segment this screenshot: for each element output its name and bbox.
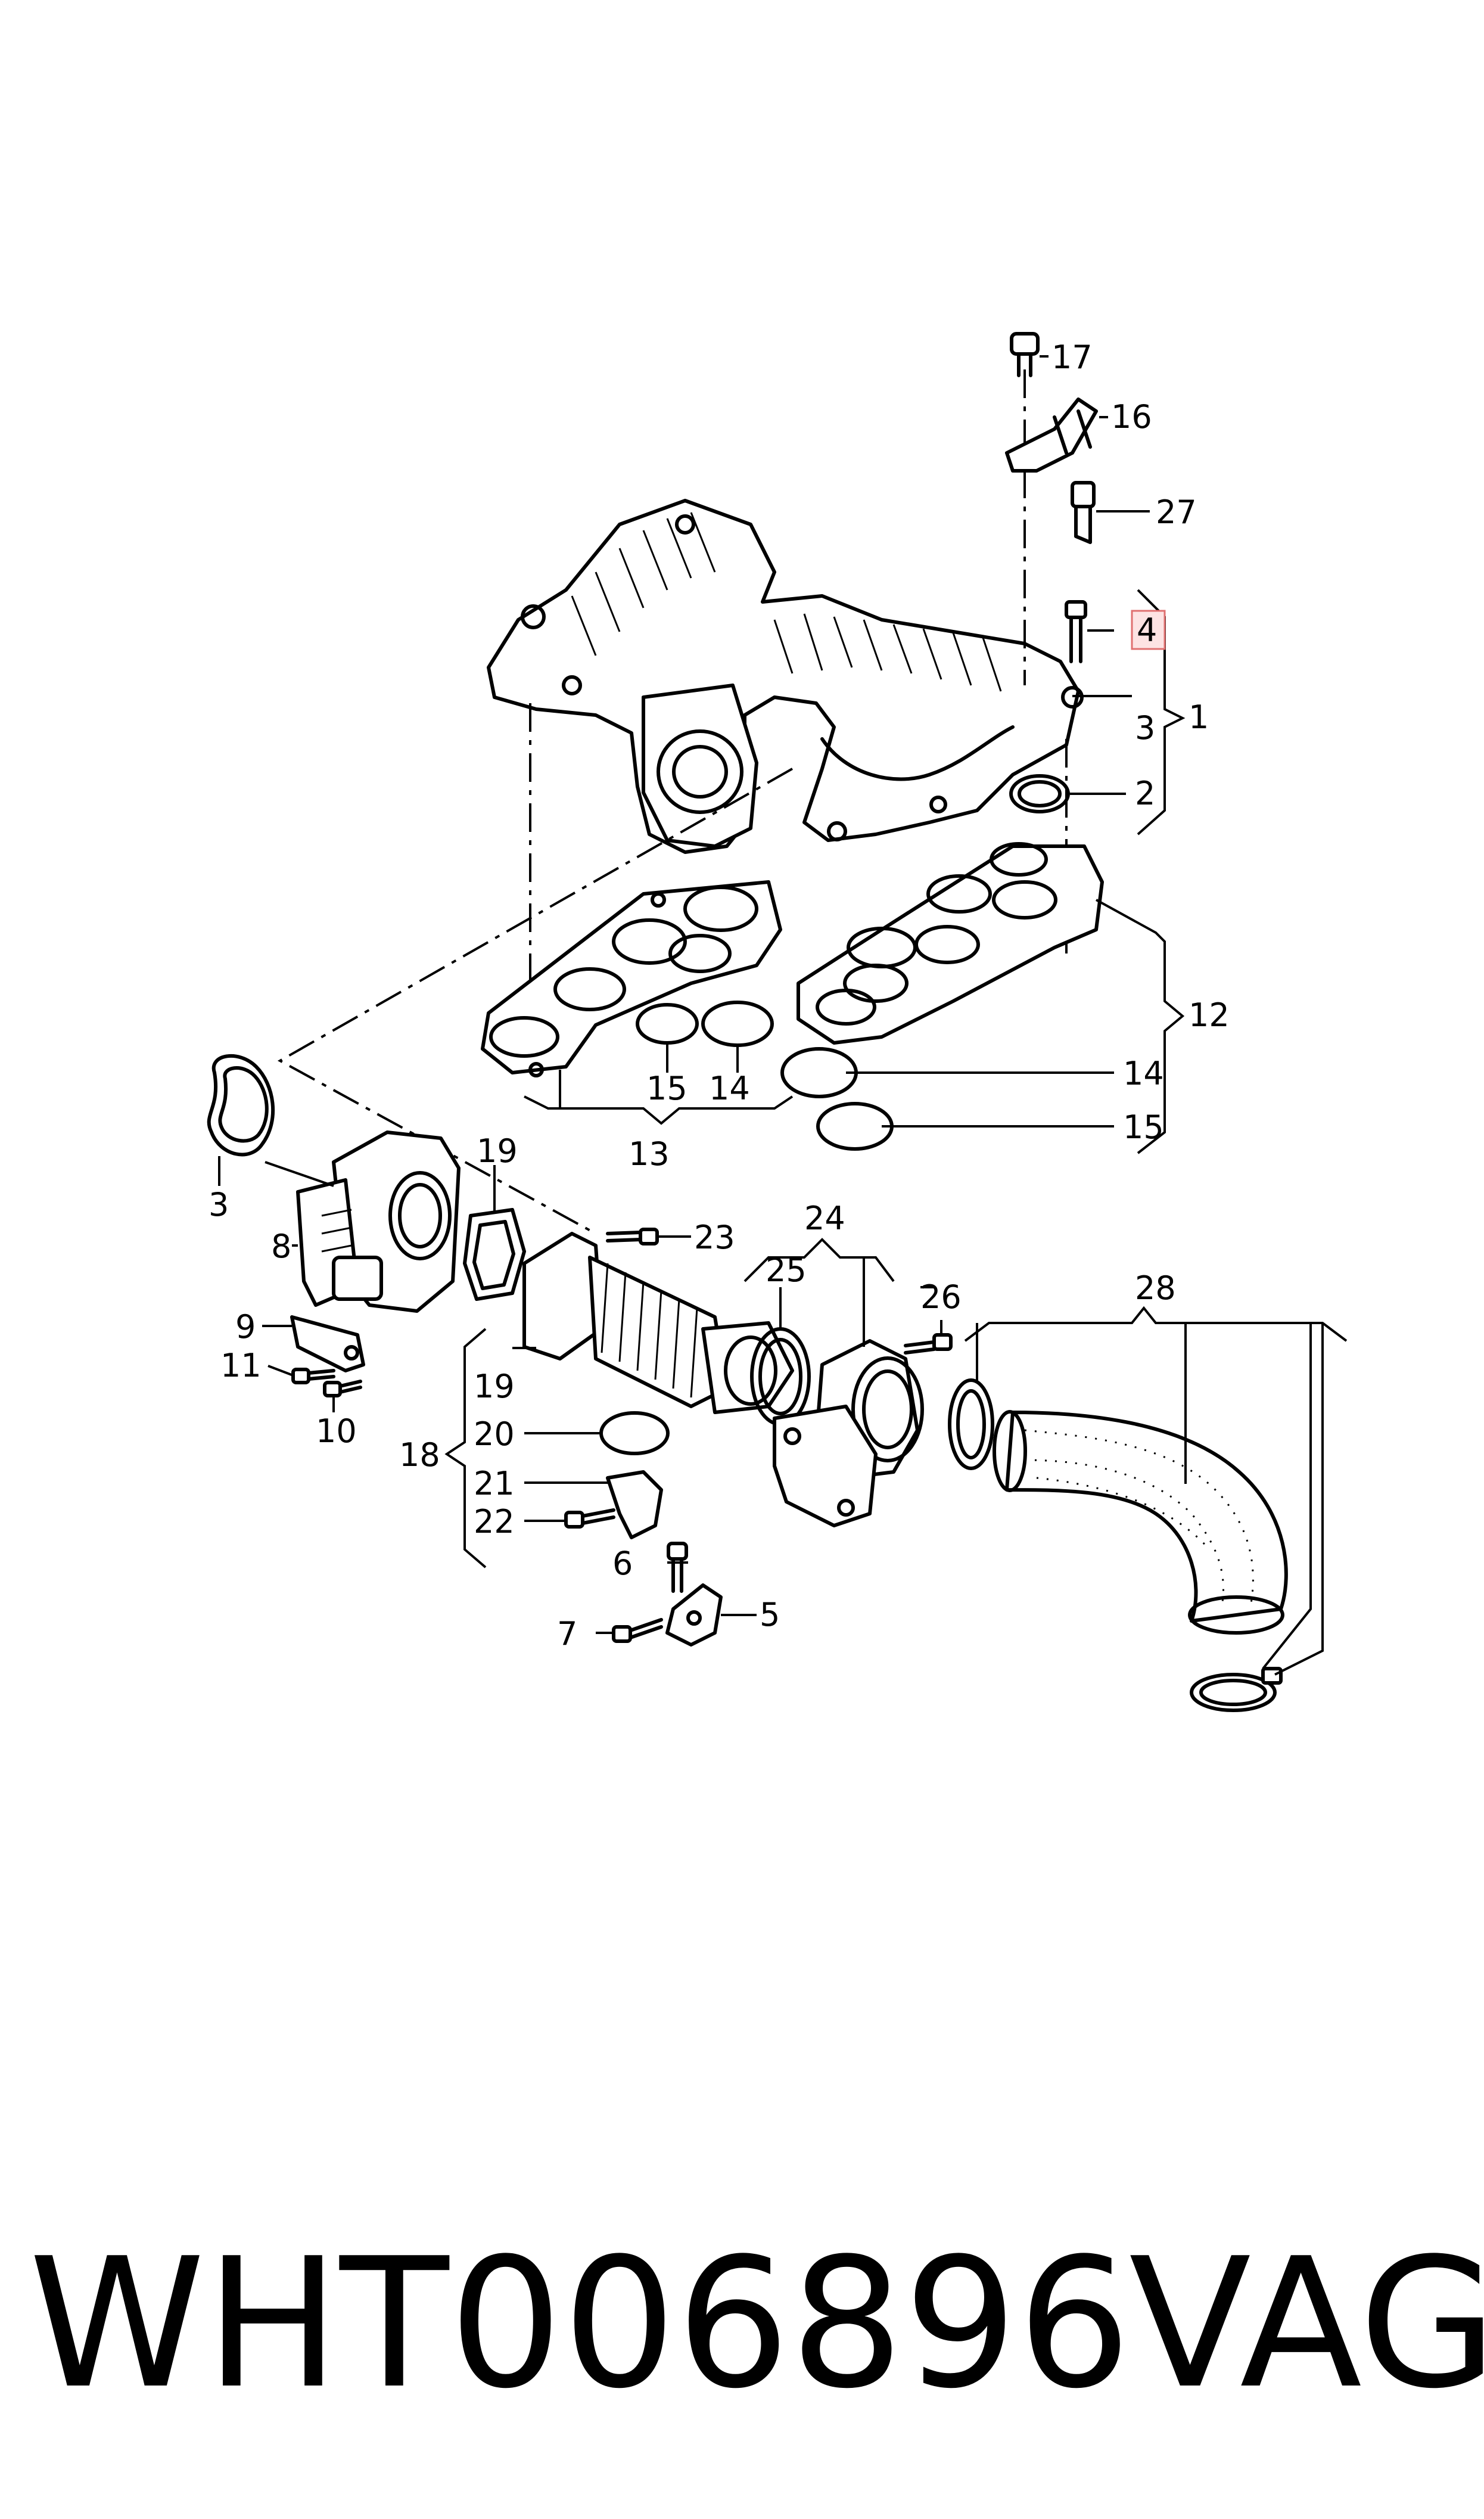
callout-27: 27 [1156, 493, 1197, 531]
seal-ring-2 [1009, 774, 1070, 813]
gasket-plate-12 [797, 842, 1104, 1045]
callout-11: 11 [220, 1347, 262, 1384]
callout-21: 21 [474, 1465, 515, 1502]
callout-28: 28 [1135, 1269, 1176, 1307]
bolt-17 [1010, 332, 1040, 377]
bolt-6 [667, 1542, 688, 1593]
footer: WHT006896 VAG [0, 2235, 1484, 2414]
callout-15-right: 15 [1123, 1108, 1164, 1146]
callout-16: 16 [1111, 398, 1152, 436]
callout-18: 18 [399, 1436, 440, 1474]
flap-housing-8 [296, 1130, 461, 1313]
callout-9: 9 [235, 1308, 256, 1346]
o-ring-15-left [636, 1003, 699, 1045]
o-ring-15-right [816, 1102, 894, 1151]
bolt-22 [564, 1508, 615, 1529]
callout-19-top: 19 [477, 1132, 518, 1170]
screw-10 [323, 1380, 362, 1397]
bolt-7 [612, 1618, 663, 1643]
bracket-5 [665, 1583, 723, 1647]
callout-20: 20 [474, 1415, 515, 1453]
bracket-9 [290, 1315, 365, 1372]
callout-8: 8 [271, 1228, 291, 1265]
throttle-module-24 [773, 1339, 924, 1527]
o-ring-14-left [701, 1001, 774, 1047]
intake-manifold [487, 499, 1084, 854]
callout-10: 10 [316, 1412, 357, 1450]
brand-name: VAG [1129, 2220, 1484, 2428]
gasket-19 [463, 1208, 526, 1301]
callout-3-right: 3 [1135, 709, 1155, 747]
screw-11 [291, 1368, 335, 1384]
gasket-3 [207, 1054, 275, 1157]
callout-14-right: 14 [1123, 1055, 1164, 1092]
callout-14-left: 14 [709, 1070, 750, 1107]
callout-2: 2 [1135, 775, 1155, 812]
stud-27 [1071, 481, 1096, 544]
part-number: WHT006896 [29, 2220, 1131, 2428]
callout-24: 24 [804, 1200, 845, 1237]
highlight-box-4 [1131, 610, 1166, 650]
callout-15-left: 15 [646, 1070, 687, 1107]
callout-12: 12 [1189, 996, 1230, 1034]
callout-13: 13 [629, 1135, 670, 1173]
callout-1: 1 [1189, 698, 1209, 736]
callout-19: 19 [474, 1368, 515, 1405]
callout-22: 22 [474, 1503, 515, 1540]
clamp-28-upper [948, 1378, 994, 1470]
clamp-28-lower [1190, 1667, 1283, 1712]
callout-6: 6 [612, 1545, 633, 1582]
gasket-plate-13 [481, 880, 782, 1077]
screw-26 [904, 1333, 953, 1355]
callout-5: 5 [760, 1596, 780, 1633]
hose-28 [993, 1410, 1288, 1635]
callout-3-left: 3 [209, 1186, 229, 1223]
callout-23: 23 [694, 1219, 735, 1256]
callout-labels: 1 2 3 4 3 5 6 7 8 9 10 11 12 13 14 14 15… [209, 338, 1230, 1653]
leader-lines [218, 355, 1348, 1676]
bolt-23 [606, 1228, 659, 1245]
callout-7: 7 [557, 1615, 577, 1653]
callout-26: 26 [920, 1278, 962, 1316]
callout-4: 4 [1137, 611, 1157, 649]
o-ring-14-right [780, 1047, 858, 1098]
bolt-4 [1065, 600, 1087, 663]
sensor-21 [606, 1470, 663, 1539]
seal-20 [599, 1411, 670, 1455]
callout-17: 17 [1051, 338, 1093, 376]
bracket-16 [1005, 397, 1098, 473]
connecting-pipe-18 [522, 1232, 794, 1414]
callout-25: 25 [766, 1251, 807, 1289]
